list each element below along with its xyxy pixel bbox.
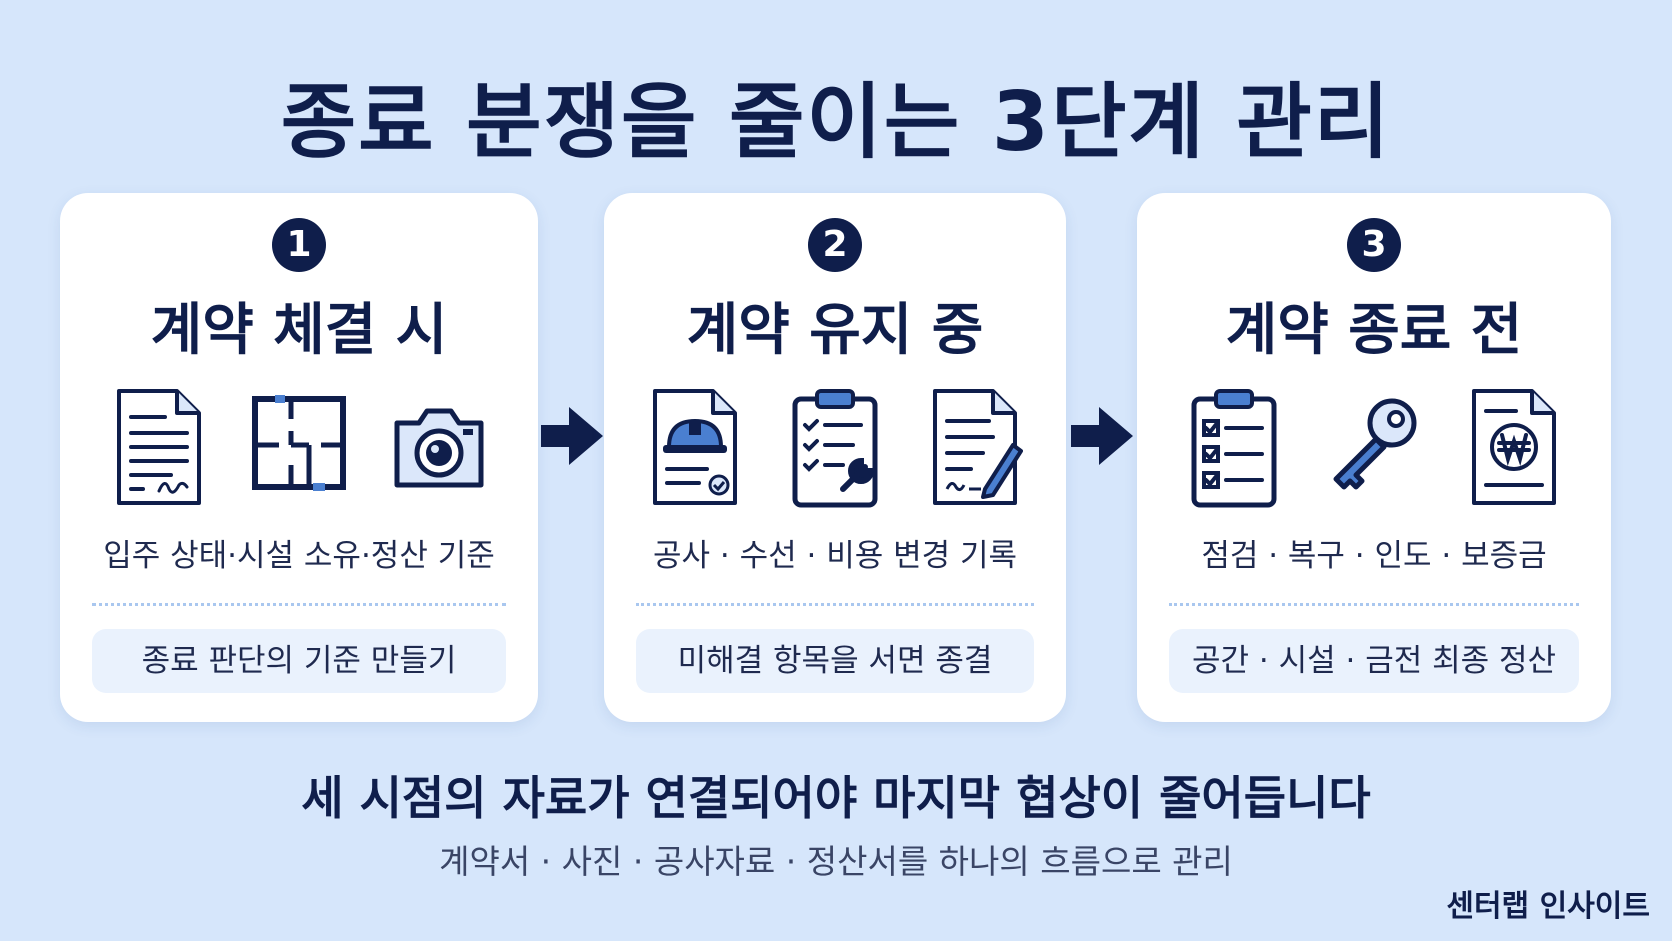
- step-card-3: 3 계약 종료 전 점검 · 복구 · 인도 · 보증금 공간 · 시설 · 금…: [1137, 193, 1611, 722]
- step-title: 계약 종료 전: [1225, 298, 1523, 363]
- signed-document-icon: [927, 385, 1023, 509]
- icon-row: [60, 385, 538, 509]
- checklist-clipboard-icon: [1186, 385, 1282, 509]
- step-number-badge: 3: [1347, 218, 1401, 272]
- construction-document-icon: [647, 385, 743, 509]
- footer-headline: 세 시점의 자료가 연결되어야 마지막 협상이 줄어듭니다: [301, 771, 1371, 825]
- step-title: 계약 유지 중: [686, 298, 984, 363]
- footer-subline: 계약서 · 사진 · 공사자료 · 정산서를 하나의 흐름으로 관리: [439, 842, 1233, 881]
- step-description: 공사 · 수선 · 비용 변경 기록: [652, 538, 1018, 574]
- step-number-badge: 2: [808, 218, 862, 272]
- floor-plan-icon: [251, 385, 347, 509]
- step-card-1: 1 계약 체결 시 입주 상태·시설 소유·정산 기준 종료 판단의 기준 만들…: [60, 193, 538, 722]
- divider: [1169, 603, 1579, 606]
- divider: [636, 603, 1034, 606]
- page-title: 종료 분쟁을 줄이는 3단계 관리: [280, 75, 1392, 170]
- arrow-right-icon: [539, 403, 605, 469]
- step-title: 계약 체결 시: [150, 298, 448, 363]
- step-card-2: 2 계약 유지 중 공사 · 수선 · 비용 변경 기록 미해결 항목을 서면 …: [604, 193, 1066, 722]
- step-description: 입주 상태·시설 소유·정산 기준: [103, 538, 495, 574]
- brand-label: 센터랩 인사이트: [1446, 889, 1650, 924]
- step-description: 점검 · 복구 · 인도 · 보증금: [1201, 538, 1547, 574]
- divider: [92, 603, 506, 606]
- icon-row: [1137, 385, 1611, 509]
- step-number-badge: 1: [272, 218, 326, 272]
- checklist-wrench-icon: [787, 385, 883, 509]
- won-document-icon: [1466, 385, 1562, 509]
- key-icon: [1326, 385, 1422, 509]
- document-icon: [111, 385, 207, 509]
- step-summary: 공간 · 시설 · 금전 최종 정산: [1169, 629, 1579, 693]
- step-summary: 미해결 항목을 서면 종결: [636, 629, 1034, 693]
- arrow-right-icon: [1069, 403, 1135, 469]
- step-summary: 종료 판단의 기준 만들기: [92, 629, 506, 693]
- icon-row: [604, 385, 1066, 509]
- camera-icon: [391, 385, 487, 509]
